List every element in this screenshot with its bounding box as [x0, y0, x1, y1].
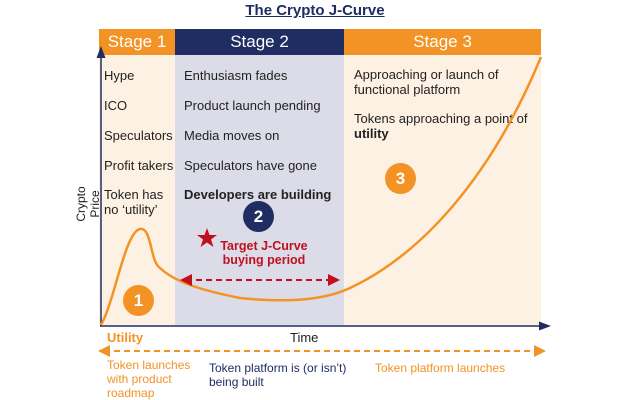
target-buying-label: Target J-Curve buying period	[220, 239, 308, 267]
stage-3-item: Approaching or launch of functional plat…	[354, 67, 499, 97]
stage-1-item: Token has no ‘utility’	[104, 187, 164, 217]
stage-3-header: Stage 3	[344, 29, 541, 55]
title-text: The Crypto J-Curve	[245, 2, 385, 19]
stage-2-item: Enthusiasm fades	[184, 68, 288, 83]
stage-2-header: Stage 2	[175, 29, 344, 55]
stage-2-item: Product launch pending	[184, 98, 321, 113]
y-axis-label: Crypto Price	[74, 186, 102, 222]
stage-1-item: Hype	[104, 68, 135, 83]
j-curve-line	[99, 56, 543, 326]
stage-1-bottom-text: Token launches with product roadmap	[107, 358, 191, 400]
stage-1-panel	[99, 55, 175, 325]
stage-3-item: utility	[354, 126, 389, 141]
stage-2-item: Media moves on	[184, 128, 280, 143]
diagram-title: The Crypto J-Curve	[0, 2, 630, 19]
stage-3-panel	[344, 55, 541, 325]
stage-1-item: Speculators	[104, 128, 173, 143]
stage-3-marker: 3	[385, 163, 416, 194]
stage-3-bottom-text: Token platform launches	[375, 361, 506, 375]
stage-2-item: Developers are building	[184, 187, 332, 202]
stage-2-bottom-text: Token platform is (or isn’t) being built	[209, 361, 347, 389]
stage-1-header: Stage 1	[99, 29, 175, 55]
utility-label: Utility	[107, 330, 144, 345]
stage-2-item: Speculators have gone	[184, 158, 317, 173]
stage-3-item: Tokens approaching a point of	[354, 111, 528, 126]
stage-1-marker: 1	[123, 285, 154, 316]
stage-1-item: Profit takers	[104, 158, 174, 173]
star-icon	[197, 228, 217, 247]
x-axis-label: Time	[290, 330, 319, 345]
stage-1-item: ICO	[104, 98, 128, 113]
stage-2-marker: 2	[243, 201, 274, 232]
